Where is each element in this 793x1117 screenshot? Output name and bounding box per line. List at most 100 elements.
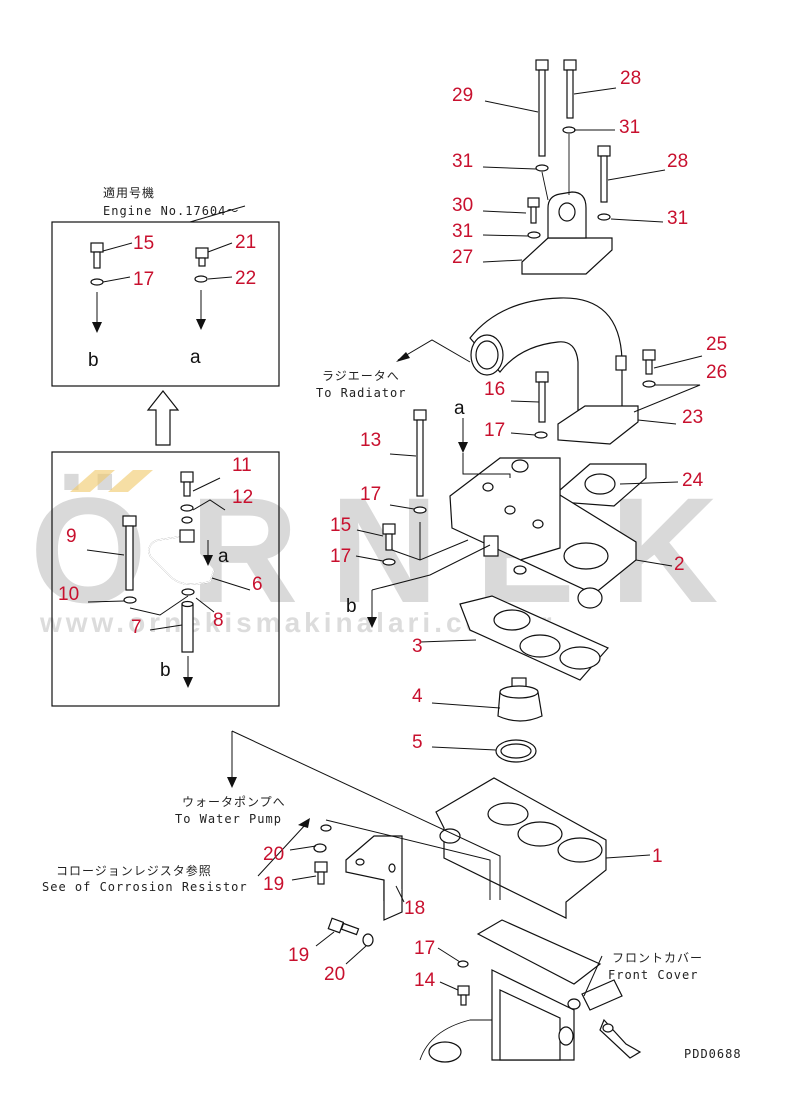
leader-31	[610, 218, 664, 223]
callout-17: 17	[414, 938, 435, 959]
leader-3	[419, 639, 477, 643]
gasket-3-hole-icon	[559, 646, 601, 670]
callout-26: 26	[706, 362, 727, 383]
callout-28: 28	[667, 151, 688, 172]
callout-19: 19	[263, 874, 284, 895]
bolt-19-icon	[314, 861, 328, 885]
leader-22	[207, 276, 233, 280]
leader-7	[149, 624, 183, 631]
washer-17-inset-icon	[90, 278, 104, 286]
housing-2-hole-icon	[511, 459, 529, 473]
washer-20-icon	[362, 933, 374, 947]
arrow-down-icon	[203, 555, 213, 566]
front-cover-hole-icon	[567, 998, 581, 1010]
callout-22: 22	[235, 268, 256, 289]
washer-17-icon	[382, 558, 396, 566]
elbow-flange-icon	[557, 405, 639, 445]
callout-19: 19	[288, 945, 309, 966]
callout-24: 24	[682, 470, 704, 491]
callout-31: 31	[619, 117, 640, 138]
callout-14: 14	[414, 970, 436, 991]
callout-4: 4	[412, 686, 423, 707]
housing-2-port-icon	[563, 542, 609, 570]
bolt-9-icon	[122, 515, 137, 591]
callout-27: 27	[452, 247, 473, 268]
leader-12	[192, 499, 226, 511]
leader-17	[437, 947, 461, 963]
leader-23	[637, 419, 677, 425]
housing-2-body-icon	[500, 457, 561, 561]
radiator-label-en: To Radiator	[316, 386, 406, 400]
inset-ref-b: b	[160, 660, 171, 681]
bracket-18-assembly: コロージョンレジスタ参照 See of Corrosion Resistor	[42, 818, 491, 965]
callout-20: 20	[324, 964, 345, 985]
leader-21	[207, 242, 233, 253]
leader-31	[482, 166, 537, 170]
gasket-3-hole-icon	[493, 609, 531, 631]
leader-17	[510, 432, 536, 436]
bolt-13-icon	[413, 409, 427, 497]
leader-17	[102, 276, 131, 283]
tube-fitting-icon	[179, 529, 195, 543]
washer-8-icon	[181, 588, 195, 596]
callout-30: 30	[452, 195, 473, 216]
callout-21: 21	[235, 232, 256, 253]
leader-8-7	[129, 595, 189, 616]
bracket-27-base-icon	[521, 237, 613, 275]
arrow-down-icon	[458, 442, 468, 453]
leader-20	[289, 845, 317, 851]
elbow-boss-icon	[615, 355, 627, 371]
inset-frame-bottom	[51, 451, 280, 707]
housing-2-hole-icon	[504, 505, 516, 515]
callout-31: 31	[667, 208, 688, 229]
pump-label-jp: ウォータポンプへ	[182, 795, 286, 809]
bracket-18-hole-icon	[388, 863, 396, 873]
leader-2	[635, 559, 673, 567]
inset-title-jp: 適用号機	[103, 185, 155, 200]
axis-line	[541, 171, 549, 201]
front-cover-hole-icon	[558, 1026, 574, 1046]
leader-1	[605, 854, 651, 859]
leader-19	[315, 931, 335, 947]
arrow-down-icon	[183, 677, 193, 688]
washer-31-icon	[535, 164, 549, 172]
inset-ref-a: a	[218, 546, 229, 567]
leader-31	[482, 234, 529, 237]
bolt-21-inset-icon	[195, 247, 209, 267]
leader-27	[482, 259, 523, 263]
leader-25	[653, 355, 703, 369]
front-cover-edge-icon	[419, 1019, 492, 1061]
arrow-down-icon	[367, 617, 377, 628]
inset-title-en: Engine No.17604～	[103, 204, 239, 218]
leader-28	[607, 169, 666, 181]
bolt-30-icon	[527, 197, 540, 224]
bracket-27-hole-icon	[558, 202, 576, 222]
front-cover-tab-icon	[581, 979, 623, 1011]
leader-16	[510, 400, 540, 403]
thermostat-4-icon	[497, 691, 543, 722]
callout-28: 28	[620, 68, 641, 89]
leader-24	[619, 481, 679, 485]
callout-17: 17	[360, 484, 381, 505]
seal-ring-5-inner-icon	[500, 743, 532, 759]
bolt-19-icon	[327, 917, 360, 936]
callout-23: 23	[682, 407, 703, 428]
washer-31-icon	[562, 126, 576, 134]
leader-19	[291, 875, 317, 881]
leader-9	[86, 549, 125, 556]
leader-28	[573, 87, 617, 95]
callout-31: 31	[452, 221, 473, 242]
ref-a: a	[454, 398, 465, 419]
housing-1-bore-icon	[517, 821, 563, 847]
callout-15: 15	[330, 515, 351, 536]
housing-1-assembly: ウォータポンプへ To Water Pump	[175, 730, 651, 919]
arrow-down-icon	[227, 777, 237, 788]
callout-numbers: 15 17 21 22 11 12 9 6 10 7 8 29 28 31 31…	[58, 68, 727, 991]
thermostat-4-top-icon	[499, 685, 539, 699]
inset-tube-assembly: a b	[51, 451, 280, 707]
callout-12: 12	[232, 487, 253, 508]
arrow-down-icon	[92, 322, 102, 333]
pump-label-en: To Water Pump	[175, 812, 282, 826]
ref-b: b	[346, 596, 357, 617]
